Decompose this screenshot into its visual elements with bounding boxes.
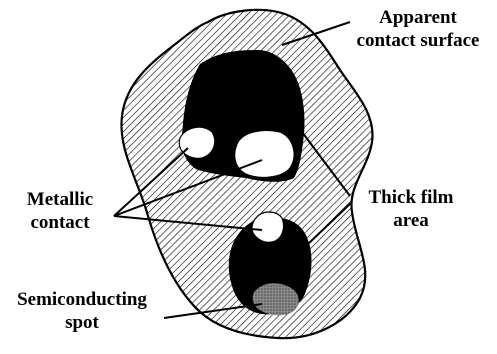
metallic-contact-spot-left xyxy=(179,127,214,158)
label-semiconducting-spot: Semiconducting spot xyxy=(2,288,162,334)
label-semi-line2: spot xyxy=(2,311,162,334)
metallic-contact-spot-lower xyxy=(252,212,284,242)
label-metallic-contact: Metallic contact xyxy=(4,188,116,234)
label-thick-film-line2: area xyxy=(352,209,470,232)
label-metallic-line1: Metallic xyxy=(4,188,116,211)
label-thick-film-line1: Thick film xyxy=(352,186,470,209)
label-apparent-contact-surface: Apparent contact surface xyxy=(340,6,496,52)
label-thick-film-area: Thick film area xyxy=(352,186,470,232)
label-metallic-line2: contact xyxy=(4,211,116,234)
label-apparent-line2: contact surface xyxy=(340,29,496,52)
metallic-contact-spot-center xyxy=(235,130,294,177)
label-semi-line1: Semiconducting xyxy=(2,288,162,311)
label-apparent-line1: Apparent xyxy=(340,6,496,29)
